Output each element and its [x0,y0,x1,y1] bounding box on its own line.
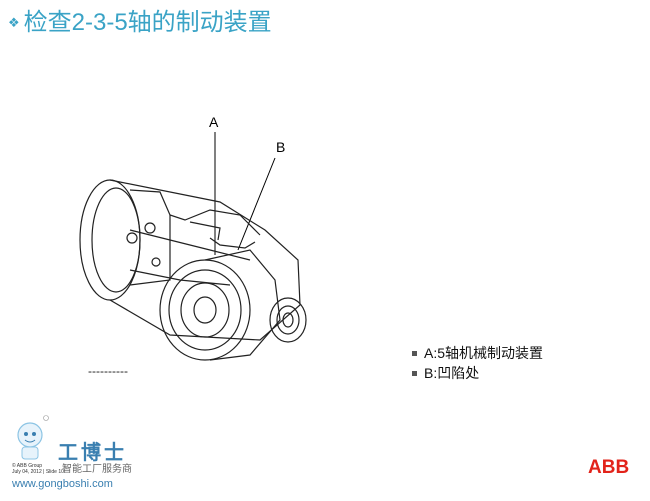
mascot-logo-icon [17,415,49,460]
watermark-title: 工博士 [58,442,127,464]
legend-item-label: B:凹陷处 [424,365,480,381]
dashed-separator: ---------- [88,364,128,378]
diamond-bullet-icon: ❖ [8,15,20,30]
brake-disk [159,249,281,361]
callout-label-a: A [209,114,219,130]
legend-item-b: B:凹陷处 [412,363,543,383]
abb-logo-text: ABB [588,457,629,477]
abb-logo: ABB [588,457,629,477]
output-flange [269,297,307,343]
square-bullet-icon [412,350,417,356]
square-bullet-icon [412,370,417,376]
callout-line-b [237,157,276,251]
legend-item-label: A:5轴机械制动装置 [424,345,544,361]
axis-housing [79,179,301,341]
robot-axis-illustration: A B [79,114,307,361]
slide-title: ❖ 检查2-3-5轴的制动装置 [8,8,272,38]
legend-item-a: A:5轴机械制动装置 [412,343,543,363]
watermark-subtitle: 智能工厂服务商 [62,464,132,475]
watermark-url: www.gongboshi.com [12,478,113,490]
callout-label-b: B [276,139,285,155]
legend-list: A:5轴机械制动装置 B:凹陷处 [412,343,543,383]
slide-title-text: 检查2-3-5轴的制动装置 [23,9,272,36]
copyright: © ABB Group July 04, 2012 | Slide 10 [12,463,64,475]
